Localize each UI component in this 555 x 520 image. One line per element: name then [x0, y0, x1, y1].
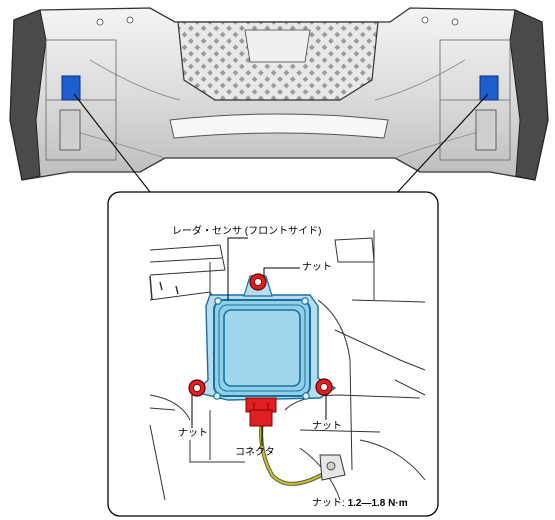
- connector: [245, 397, 277, 427]
- nut-left-label: ナット: [178, 428, 208, 439]
- nut-right: [315, 378, 333, 396]
- leader-line-right: [393, 93, 489, 197]
- left-sensor-highlight: [61, 75, 81, 101]
- nut-left: [188, 379, 206, 397]
- sensor-label: レーダ・センサ (フロントサイド): [172, 226, 322, 237]
- torque-value: 1.2—1.8 N·m: [347, 498, 408, 509]
- torque-label: ナット:: [312, 498, 348, 509]
- nut-top-label: ナット: [302, 262, 332, 273]
- torque-spec: ナット: 1.2—1.8 N·m: [312, 494, 408, 509]
- front-bumper: [9, 7, 549, 181]
- detail-view: [107, 191, 439, 517]
- connector-label: コネクタ: [235, 447, 275, 458]
- leader-line-left: [73, 93, 151, 193]
- nut-top: [249, 273, 267, 291]
- wire-harness: [260, 419, 331, 485]
- nut-right-label: ナット: [312, 421, 342, 432]
- right-sensor-highlight: [479, 75, 499, 101]
